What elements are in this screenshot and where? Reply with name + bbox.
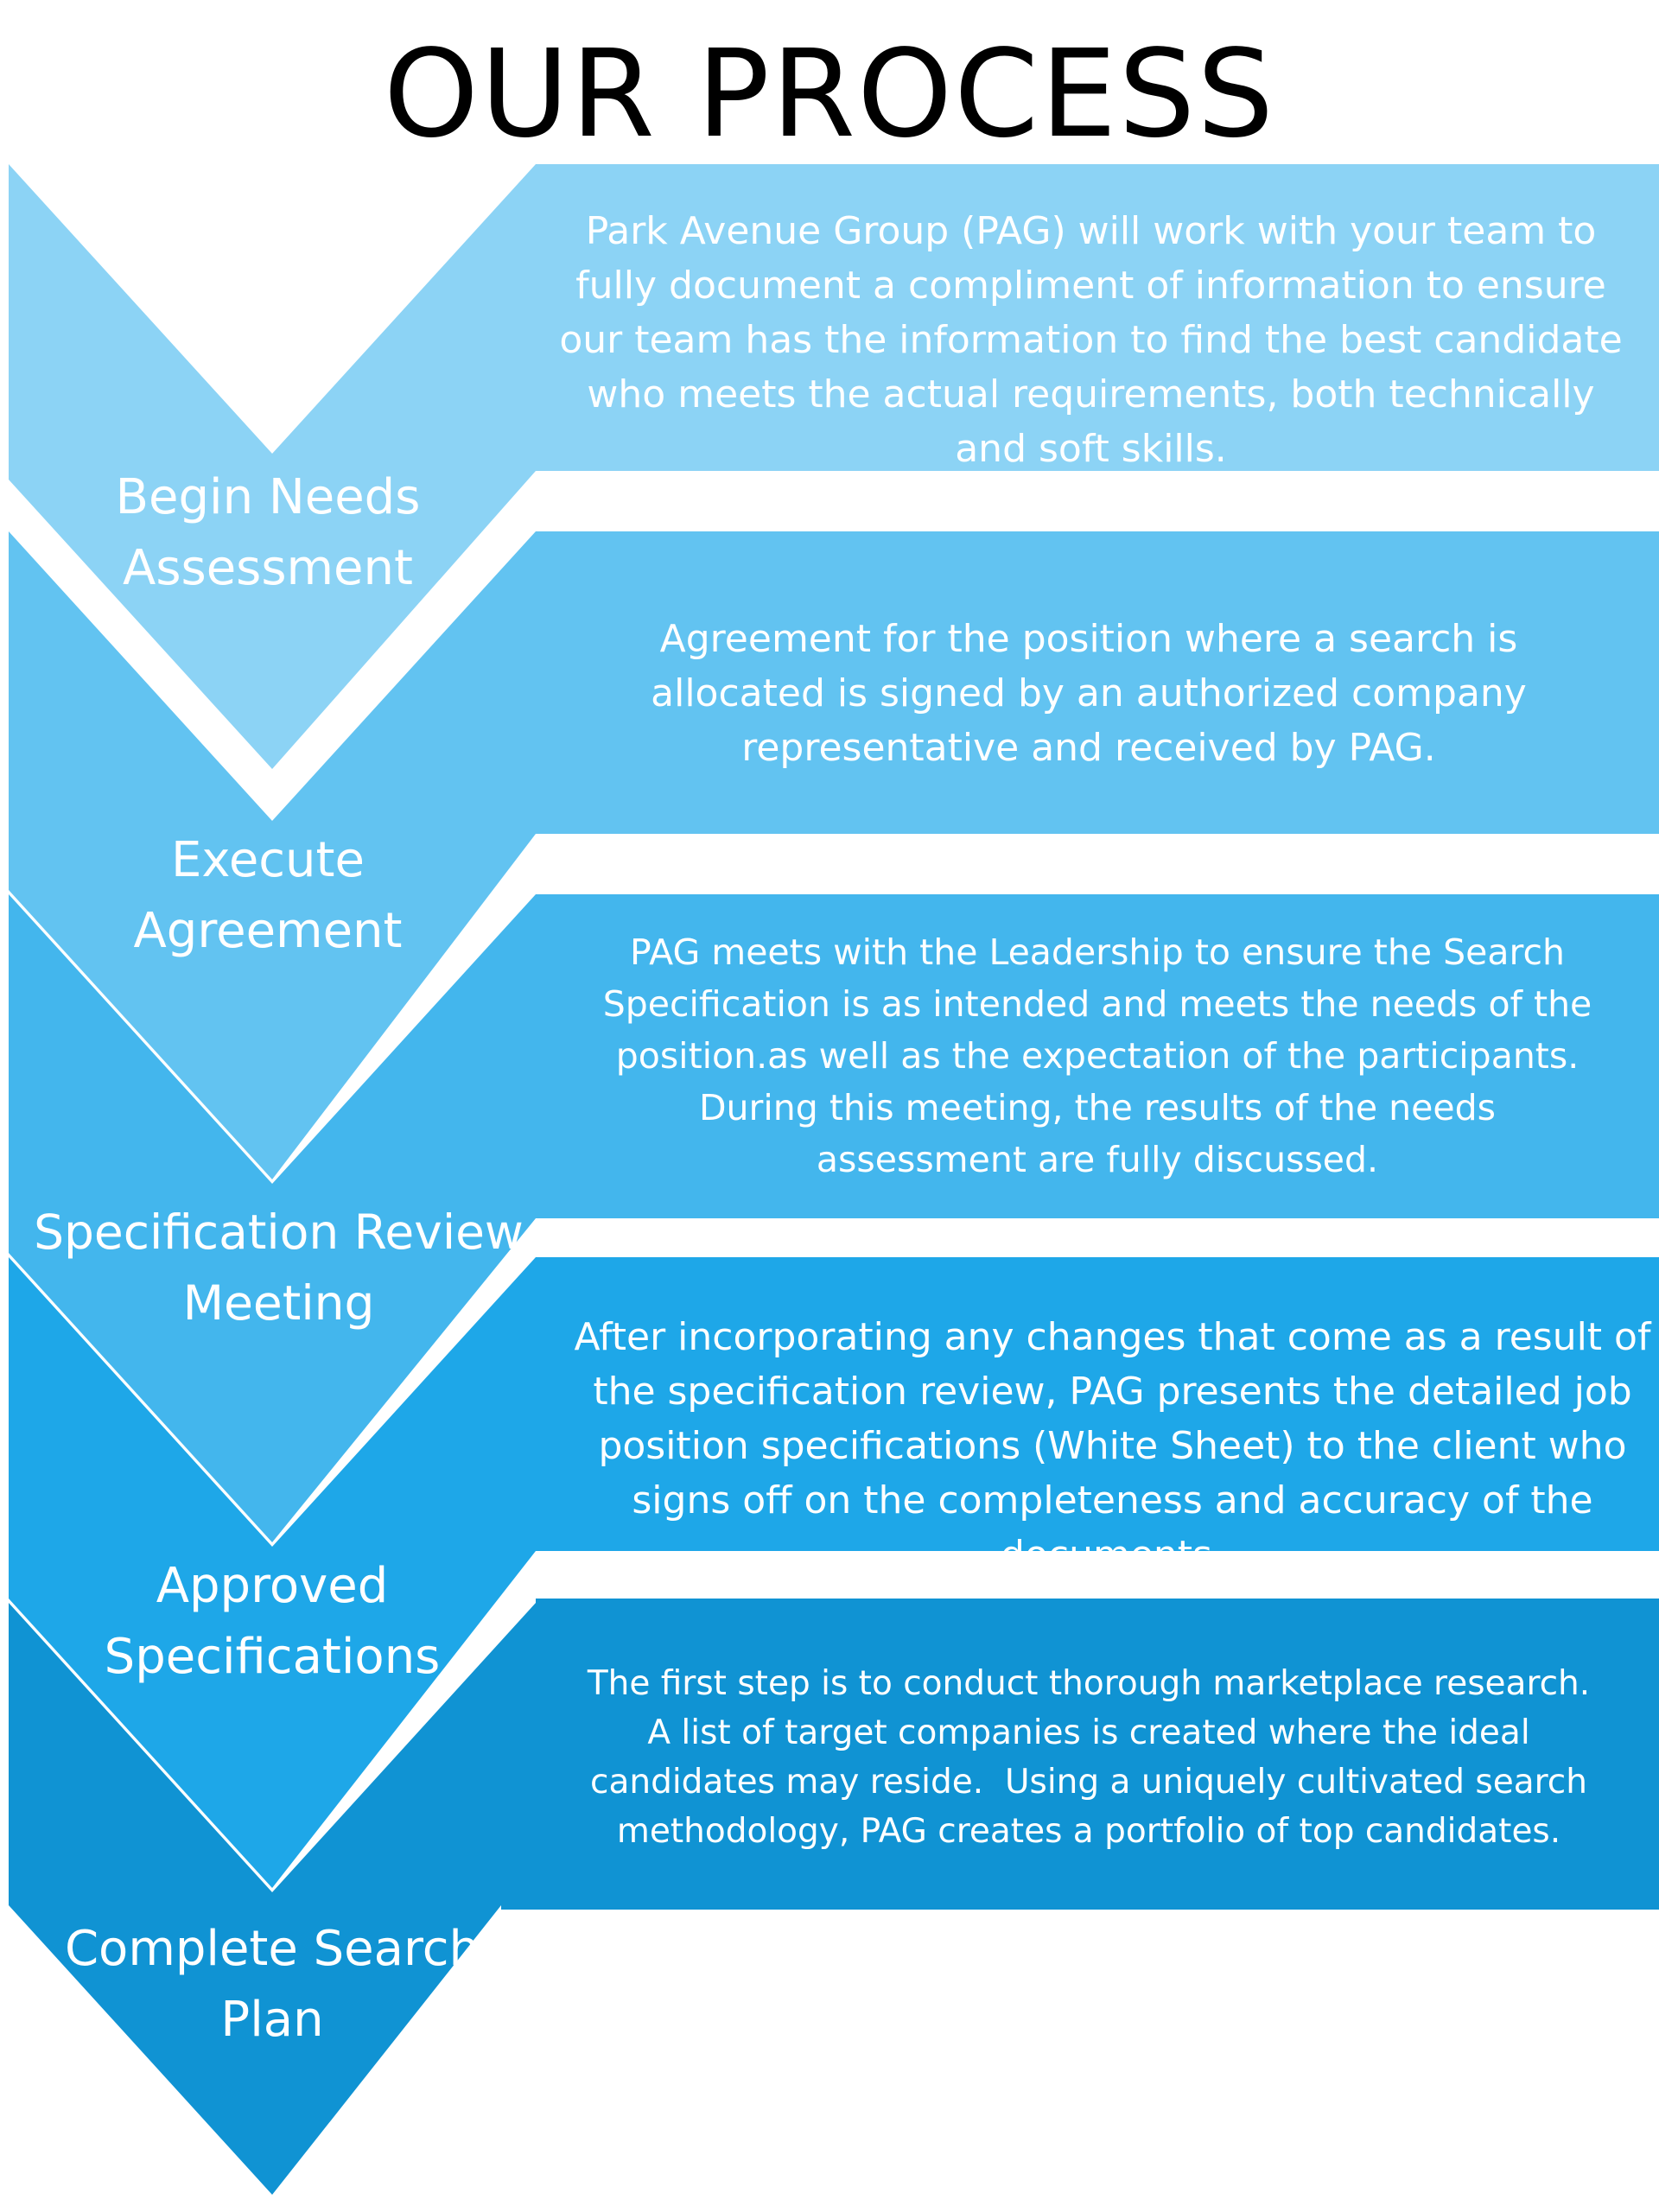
step-3-chevron [9,894,1659,1542]
page-title: OUR PROCESS [383,24,1276,165]
step-4-chevron [9,1257,1659,1888]
step-2-label-line2: Agreement [133,903,403,959]
step-3-label: Specification Review Meeting [17,1197,540,1338]
step-4-label: Approved Specifications [17,1551,527,1693]
step-3-label-line1: Specification Review [34,1205,524,1260]
step-5-chevron [9,1599,1659,2195]
step-3-description: PAG meets with the Leadership to ensure … [602,931,1592,1180]
step-4-description: After incorporating any changes that com… [574,1315,1651,1577]
step-1-label-line1: Begin Needs [115,469,421,525]
step-2-label: Execute Agreement [17,825,518,967]
step-1-label: Begin Needs Assessment [17,462,518,604]
step-5-description: The first step is to conduct thorough ma… [587,1664,1591,1851]
step-2-description: Agreement for the position where a searc… [651,617,1527,770]
step-2-chevron [9,531,1659,1179]
step-5-label-line1: Complete Search [64,1921,480,1977]
step-2-label-line1: Execute [171,832,365,888]
step-4-label-line2: Specifications [104,1629,441,1685]
step-4-label-line1: Approved [156,1558,389,1614]
step-5-label: Complete Search Plan [17,1914,527,2056]
step-1-description: Park Avenue Group (PAG) will work with y… [559,209,1623,471]
step-5-label-line2: Plan [220,1992,324,2048]
step-1-label-line2: Assessment [123,540,413,596]
step-3-label-line2: Meeting [182,1275,375,1331]
step-1-chevron [9,164,1659,769]
